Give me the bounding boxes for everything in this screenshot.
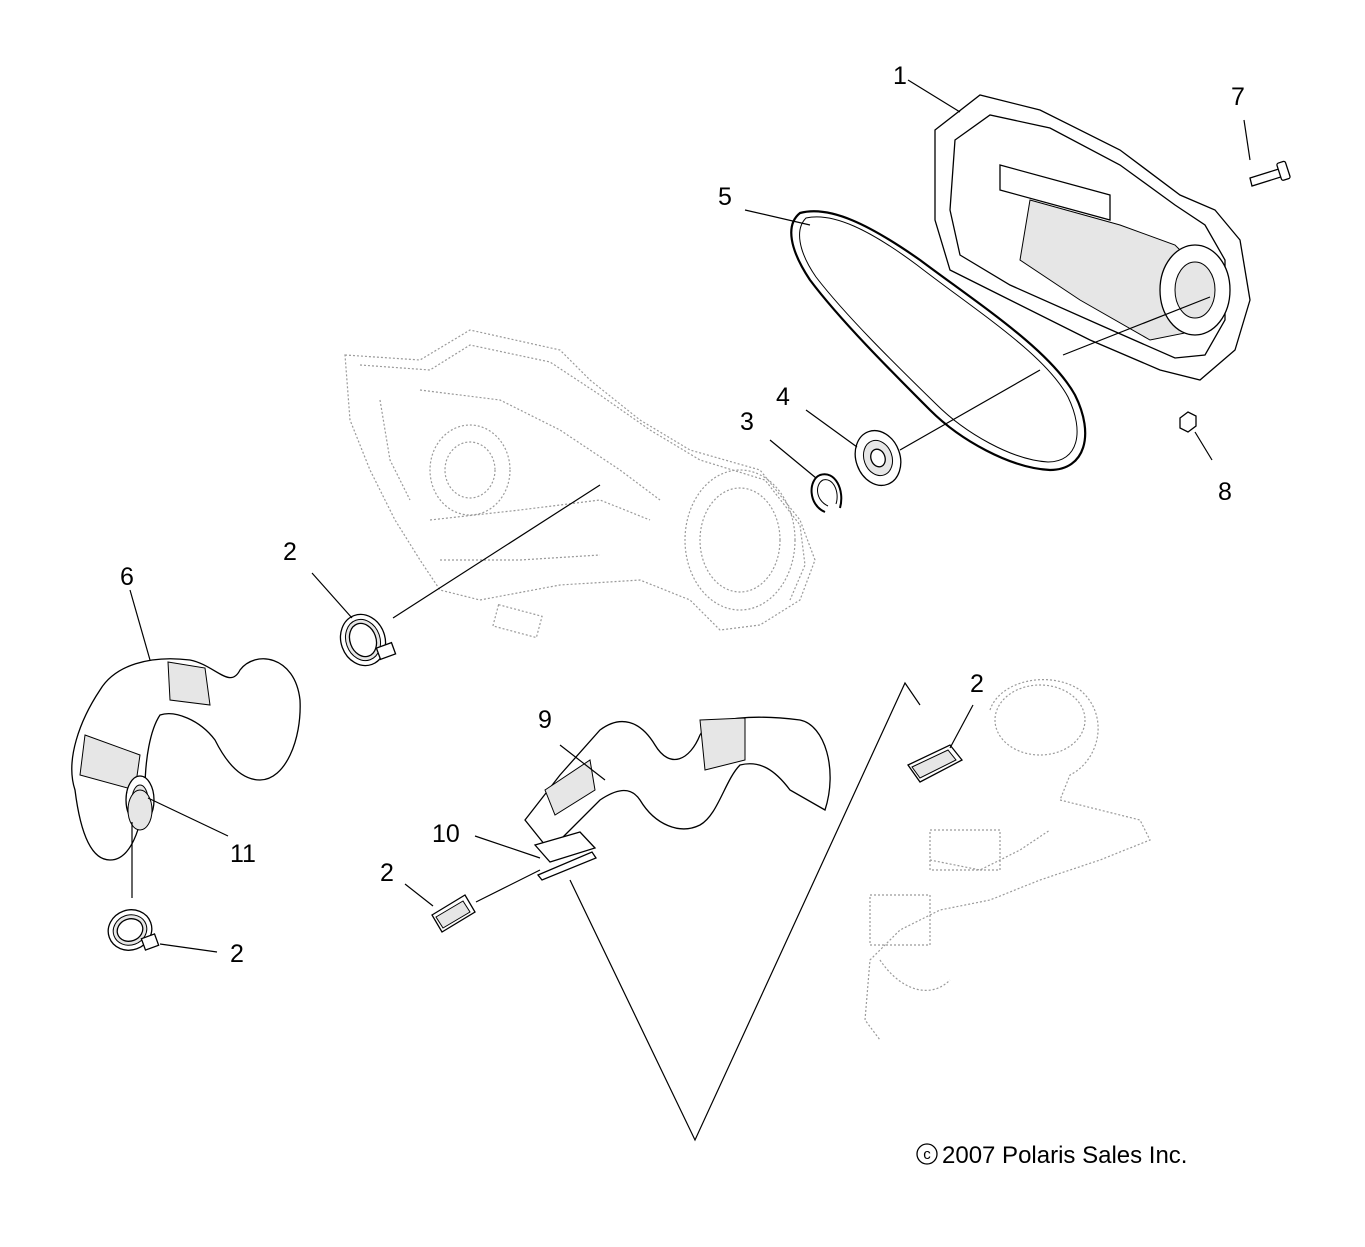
callout-6: 6 xyxy=(120,563,134,591)
leader-8 xyxy=(1194,431,1213,461)
hose-clamp xyxy=(431,894,476,933)
copyright-symbol: c xyxy=(923,1146,931,1163)
leader-bearing-to-cover xyxy=(899,369,1041,451)
callout-11: 11 xyxy=(230,840,256,868)
callout-2: 2 xyxy=(380,859,394,887)
copyright-text: 2007 Polaris Sales Inc. xyxy=(942,1142,1187,1169)
leader-v-shape xyxy=(569,681,921,1142)
callout-5: 5 xyxy=(718,183,732,211)
callout-7: 7 xyxy=(1231,83,1245,111)
nut xyxy=(1179,411,1197,433)
leader-2d xyxy=(949,704,974,749)
leader-clamp-to-flange xyxy=(475,869,541,903)
leader-lines xyxy=(129,79,1251,1142)
duct-flange xyxy=(533,831,597,881)
copyright-notice: c 2007 Polaris Sales Inc. xyxy=(916,1142,1187,1169)
cover-seal xyxy=(790,210,1087,472)
leader-11 xyxy=(147,797,229,837)
leader-5 xyxy=(744,209,811,226)
retaining-ring xyxy=(810,473,843,513)
copyright-circle-icon xyxy=(916,1143,938,1165)
leader-2b xyxy=(159,943,218,953)
outlet-duct xyxy=(71,658,301,861)
clutch-outer-cover xyxy=(934,94,1251,381)
callout-2: 2 xyxy=(230,940,244,968)
leader-6 xyxy=(129,589,151,661)
callout-1: 1 xyxy=(893,62,907,90)
leader-4 xyxy=(805,409,858,448)
callout-8: 8 xyxy=(1218,478,1232,506)
inlet-duct xyxy=(524,716,831,846)
transmission-case-ghost xyxy=(344,329,816,639)
engine-ghost xyxy=(864,679,1151,1041)
leader-9 xyxy=(559,744,606,781)
bolt xyxy=(1249,160,1291,187)
callout-3: 3 xyxy=(740,408,754,436)
callout-4: 4 xyxy=(776,383,790,411)
callout-labels: 1 2 2 2 2 3 4 5 6 7 8 9 10 11 xyxy=(120,62,1245,968)
leader-2c xyxy=(404,883,434,907)
callout-2: 2 xyxy=(970,670,984,698)
duct-coupler xyxy=(127,789,153,831)
leader-10 xyxy=(474,835,541,859)
callout-2: 2 xyxy=(283,538,297,566)
leader-3 xyxy=(769,439,817,479)
hose-clamp xyxy=(107,909,160,951)
leader-clamp-to-case xyxy=(392,484,601,619)
leader-2a xyxy=(311,572,353,619)
hose-clamp xyxy=(339,613,397,667)
callout-10: 10 xyxy=(432,820,460,848)
leader-cover-to-seal xyxy=(1062,296,1211,356)
leader-7 xyxy=(1243,119,1251,161)
callout-9: 9 xyxy=(538,706,552,734)
hose-clamp xyxy=(907,744,964,783)
bearing xyxy=(854,429,902,487)
leader-1 xyxy=(907,79,961,113)
